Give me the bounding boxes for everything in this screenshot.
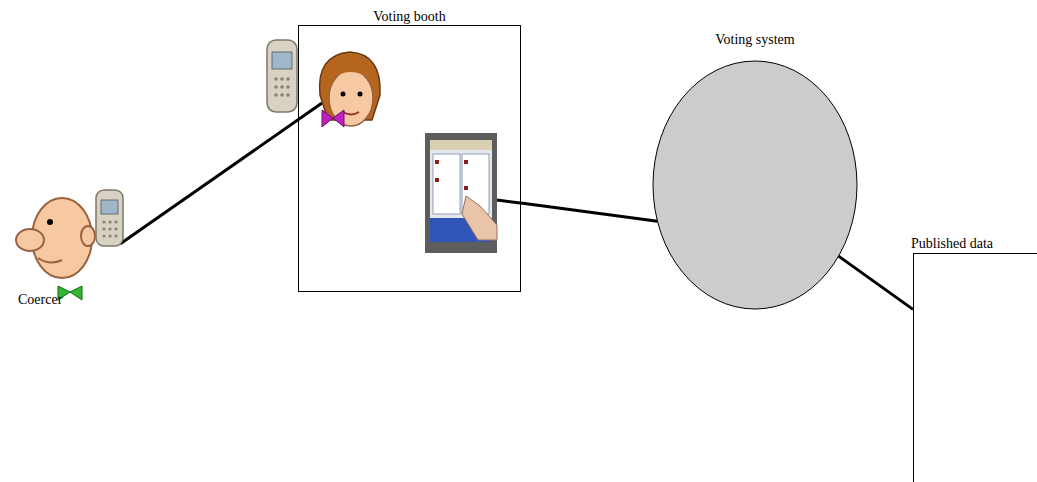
connector-line <box>521 203 657 221</box>
figure-label: Coercer <box>18 292 62 308</box>
voter-phone <box>267 40 297 112</box>
connector-line <box>839 256 913 309</box>
voter-figure <box>320 52 381 127</box>
node-title: Voting booth <box>373 9 445 25</box>
touchscreen <box>425 133 497 253</box>
region-box: Voting booth <box>298 25 521 292</box>
coercer-phone <box>96 190 123 246</box>
ellipse-shape <box>653 61 857 309</box>
coercer-figure <box>16 198 95 300</box>
region-box: Published data <box>913 253 1037 482</box>
node-title: Voting system <box>715 32 794 48</box>
system-ellipse: Voting system <box>652 60 858 310</box>
ellipse-outline <box>652 60 858 310</box>
screen-link <box>497 200 520 203</box>
node-title: Published data <box>911 236 993 252</box>
phone-link <box>120 103 322 244</box>
